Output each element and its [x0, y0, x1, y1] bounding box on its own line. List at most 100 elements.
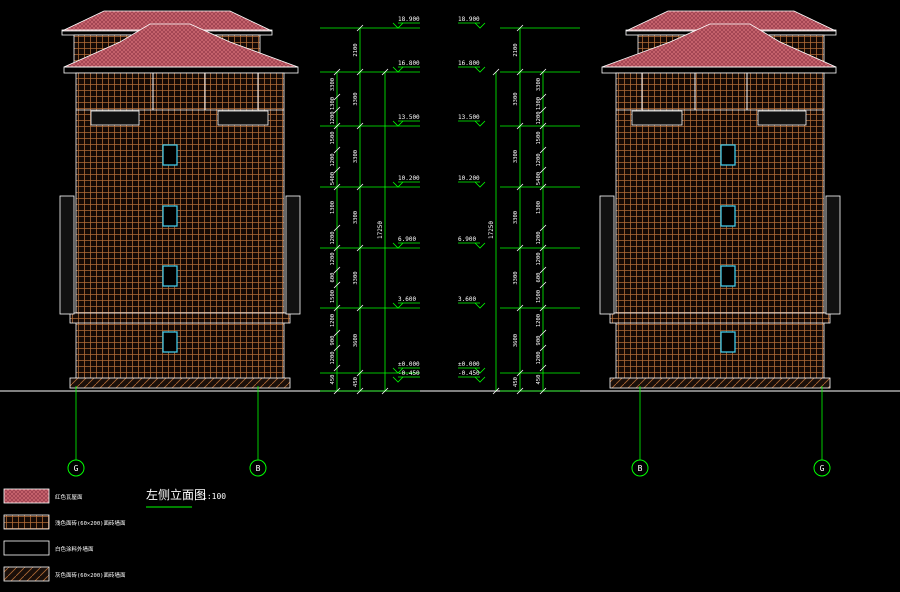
dim-tick: [356, 369, 364, 377]
dim-tick: [333, 281, 341, 289]
axis-bubble: [67, 459, 85, 477]
level-text: 6.900: [398, 236, 416, 243]
detail-dim-text: 1300: [330, 97, 336, 110]
left-lower-eave: [63, 66, 299, 74]
level-text: 16.800: [458, 60, 480, 67]
level-marker: [474, 120, 486, 127]
dim-tick: [333, 68, 341, 76]
floor-dim-text: 2100: [353, 43, 359, 56]
dim-tick: [333, 183, 341, 191]
level-text: -0.450: [458, 370, 480, 377]
axis-bubble: [631, 459, 649, 477]
level-text: 18.900: [458, 16, 480, 23]
detail-dim-text: 450: [536, 375, 542, 385]
level-text: -0.450: [398, 370, 420, 377]
detail-dim-text: 600: [536, 273, 542, 283]
legend-swatch: [3, 488, 50, 504]
axis-label: G: [820, 464, 825, 473]
level-text: 10.200: [398, 175, 420, 182]
detail-dim-text: 5400: [330, 172, 336, 185]
dim-tick: [333, 224, 341, 232]
level-text: 3.600: [458, 296, 476, 303]
level-text: 13.500: [458, 114, 480, 121]
dim-tick: [516, 369, 524, 377]
level-marker: [474, 181, 486, 188]
left-base: [69, 377, 291, 389]
dim-tick: [333, 329, 341, 337]
floor-dim-text: 3600: [353, 334, 359, 347]
legend-label: 浅色面砖(60×200)面砖墙面: [55, 519, 126, 527]
dim-tick: [539, 329, 547, 337]
dim-tick: [539, 183, 547, 191]
level-marker: [474, 376, 486, 383]
detail-dim-text: 1300: [330, 201, 336, 214]
detail-dim-text: 1200: [330, 153, 336, 166]
legend-swatch: [3, 514, 50, 530]
detail-dim-text: 3300: [330, 78, 336, 91]
legend-swatch: [3, 566, 50, 582]
dim-tick: [492, 68, 500, 76]
dim-tick: [516, 387, 524, 395]
level-text: 16.800: [398, 60, 420, 67]
dim-tick: [333, 304, 341, 312]
right-floor-band: [609, 312, 831, 324]
detail-dim-text: 1200: [536, 231, 542, 244]
level-marker: [474, 242, 486, 249]
legend: 红色瓦屋面浅色面砖(60×200)面砖墙面白色涂料外墙面灰色面砖(60×200)…: [3, 488, 126, 582]
detail-dim-text: 1200: [536, 314, 542, 327]
floor-dim-text: 3300: [353, 150, 359, 163]
dim-tick: [356, 387, 364, 395]
dim-tick: [516, 24, 524, 32]
dim-tick: [333, 344, 341, 352]
dim-tick: [516, 244, 524, 252]
dim-tick: [539, 387, 547, 395]
dim-tick: [356, 244, 364, 252]
floor-dim-text: 3300: [513, 211, 519, 224]
detail-dim-text: 900: [536, 336, 542, 346]
right-dimension-chain: 3300130012001500120054001300120012006001…: [458, 16, 580, 395]
floor-dim-text: 450: [513, 377, 519, 387]
detail-dim-text: 1200: [536, 252, 542, 265]
level-text: 6.900: [458, 236, 476, 243]
axis-label: B: [638, 464, 643, 473]
total-dim-text: 17250: [377, 221, 384, 239]
left-side-pilaster: [59, 195, 75, 315]
dim-tick: [356, 68, 364, 76]
dim-tick: [492, 387, 500, 395]
level-text: ±0.000: [398, 361, 420, 368]
right-window: [720, 144, 736, 166]
drawing-scale: 1:100: [202, 492, 226, 501]
level-text: 10.200: [458, 175, 480, 182]
level-marker: [392, 302, 404, 309]
dim-tick: [539, 93, 547, 101]
floor-dim-text: 3300: [353, 92, 359, 105]
dim-tick: [539, 122, 547, 130]
level-marker: [392, 66, 404, 73]
right-window: [720, 331, 736, 353]
left-window: [162, 144, 178, 166]
level-marker: [392, 242, 404, 249]
dim-tick: [539, 344, 547, 352]
level-marker: [474, 22, 486, 29]
detail-dim-text: 1200: [330, 231, 336, 244]
left-window: [162, 205, 178, 227]
floor-dim-text: 3300: [513, 271, 519, 284]
detail-dim-text: 5400: [536, 172, 542, 185]
dim-tick: [356, 24, 364, 32]
axis-label: G: [74, 464, 79, 473]
detail-dim-text: 1200: [536, 351, 542, 364]
left-balcony-railing: [90, 110, 140, 126]
right-window: [720, 265, 736, 287]
detail-dim-text: 1500: [536, 290, 542, 303]
detail-dim-text: 3300: [536, 78, 542, 91]
floor-dim-text: 3300: [353, 271, 359, 284]
axis-bubble: [813, 459, 831, 477]
level-marker: [474, 302, 486, 309]
dim-tick: [539, 244, 547, 252]
right-window: [720, 205, 736, 227]
floor-dim-text: 2100: [513, 43, 519, 56]
dim-tick: [539, 266, 547, 274]
right-balcony-railing: [631, 110, 683, 126]
